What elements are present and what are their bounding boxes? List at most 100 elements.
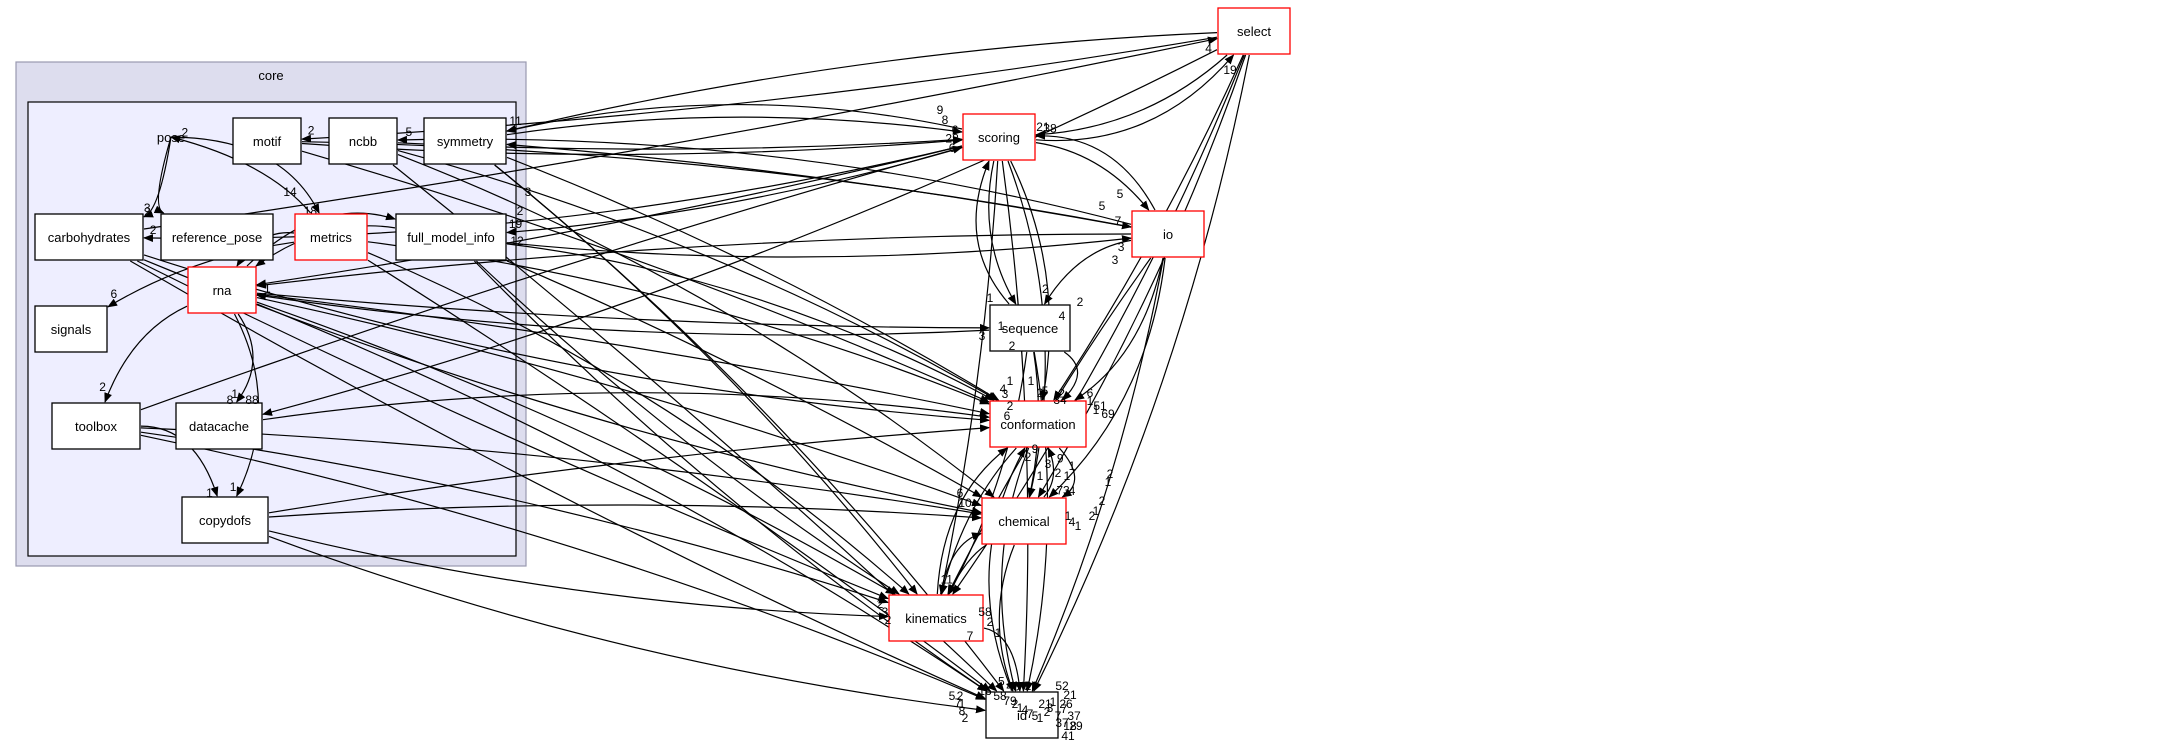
- edge-label-symmetry-to-scoring[interactable]: 28: [945, 132, 959, 146]
- edge-label-sequence-to-rna[interactable]: 1: [264, 282, 271, 296]
- edge-label-pose-to-reference_pose[interactable]: 2: [144, 205, 151, 219]
- edge-count-label: 1: [1037, 711, 1044, 725]
- node-reference_pose-label: reference_pose: [172, 230, 262, 245]
- node-conformation[interactable]: conformation: [989, 400, 1087, 448]
- edge-metrics-to-pose: [170, 135, 312, 214]
- node-kinematics[interactable]: kinematics: [888, 594, 984, 642]
- edge-count-label: 1: [1065, 509, 1072, 523]
- edge-count-label: 4: [1069, 484, 1076, 498]
- edge-count-label: 1: [1007, 374, 1014, 388]
- node-reference_pose[interactable]: reference_pose: [160, 213, 274, 261]
- edge-label-select-to-motif[interactable]: 2: [308, 124, 315, 138]
- edge-count-label: 41: [1061, 729, 1075, 743]
- edge-scoring-to-kinematics: [938, 160, 999, 595]
- node-id[interactable]: id: [985, 691, 1059, 739]
- edge-kinematics-to-conformation: [936, 447, 1008, 595]
- edge-label-rna-to-datacache[interactable]: 1: [231, 387, 238, 401]
- edge-count-label: 2: [517, 204, 524, 218]
- node-ncbb[interactable]: ncbb: [328, 117, 398, 165]
- edge-count-label: 5: [1117, 187, 1124, 201]
- edge-label-scoring-to-select[interactable]: 19: [1223, 63, 1237, 77]
- edge-label-rna-to-copydofs[interactable]: 1: [230, 480, 237, 494]
- node-copydofs[interactable]: copydofs: [181, 496, 269, 544]
- edge-count-label: 3: [882, 605, 889, 619]
- edge-count-label: 1: [1069, 459, 1076, 473]
- node-signals[interactable]: signals: [34, 305, 108, 353]
- node-select[interactable]: select: [1217, 7, 1291, 55]
- node-sequence[interactable]: sequence: [989, 304, 1071, 352]
- edge-label-rna-to-toolbox[interactable]: 2: [99, 380, 106, 394]
- edge-count-label: 7: [1027, 707, 1034, 721]
- cluster-pose[interactable]: pose: [27, 101, 517, 557]
- node-ncbb-box: [328, 117, 398, 165]
- node-full_model_info[interactable]: full_model_info: [395, 213, 507, 261]
- node-id-label: id: [1017, 708, 1027, 723]
- edge-label-kinematics-to-id[interactable]: 43: [1006, 679, 1020, 693]
- node-rna[interactable]: rna: [187, 266, 257, 314]
- edge-count-label: 2: [1037, 386, 1044, 400]
- edge-label-conformation-to-chemical[interactable]: 73: [1056, 484, 1070, 498]
- edge-label-io-to-ncbb[interactable]: 5: [406, 125, 413, 139]
- node-io[interactable]: io: [1131, 210, 1205, 258]
- node-metrics[interactable]: metrics: [294, 213, 368, 261]
- edge-label-full_model_info-to-io[interactable]: 3: [1118, 240, 1125, 254]
- edge-sequence-to-scoring: [975, 160, 1010, 305]
- edge-rna-to-datacache: [236, 313, 254, 403]
- node-symmetry[interactable]: symmetry: [423, 117, 507, 165]
- edge-label-carbohydrates-to-select[interactable]: 4: [1205, 42, 1212, 56]
- node-carbohydrates[interactable]: carbohydrates: [34, 213, 144, 261]
- edge-count-label: 16: [978, 684, 992, 698]
- node-motif-label: motif: [253, 134, 282, 149]
- edge-label-chemical-to-id[interactable]: 5: [998, 675, 1005, 689]
- edge-count-label: 12: [510, 234, 524, 248]
- edge-io-to-scoring: [1035, 131, 1156, 211]
- edge-count-label: 88: [245, 393, 259, 407]
- edge-label-select-to-scoring[interactable]: 21: [1036, 120, 1050, 134]
- edge-rna-to-id: [256, 303, 988, 692]
- edge-count-label: 5: [1099, 199, 1106, 213]
- edge-motif-to-io: [301, 141, 1132, 230]
- edge-count-label: 8: [942, 113, 949, 127]
- edge-select-to-id: [1033, 54, 1250, 692]
- node-kinematics-box: [888, 594, 984, 642]
- edge-count-label: 7: [967, 629, 974, 643]
- edge-full_model_info-to-chemical: [506, 260, 983, 498]
- edge-label-id-to-conformation[interactable]: 2: [1025, 450, 1032, 464]
- edge-count-label: 2: [987, 615, 994, 629]
- edge-label-scoring-to-full_model_info[interactable]: 19: [509, 217, 523, 231]
- edge-label-metrics-to-signals[interactable]: 6: [111, 287, 118, 301]
- edge-count-label: 1: [1105, 475, 1112, 489]
- edge-label-io-to-sequence[interactable]: 2: [1042, 282, 1049, 296]
- edge-select-to-datacache: [262, 49, 1218, 416]
- node-scoring[interactable]: scoring: [962, 113, 1036, 161]
- edge-rna-to-sequence: [256, 292, 990, 332]
- edge-label-chemical-to-kinematics[interactable]: 11: [940, 573, 953, 587]
- edge-count-label: 3: [1047, 701, 1054, 715]
- edge-label-select-to-symmetry[interactable]: 11: [509, 114, 522, 128]
- edge-label-sequence-to-conformation[interactable]: 2: [1058, 387, 1065, 401]
- edge-kinematics-to-chemical: [940, 532, 982, 595]
- edge-count-label: 2: [877, 597, 884, 611]
- edge-label-io-to-scoring[interactable]: 38: [1043, 122, 1057, 136]
- edge-label-chemical-to-conformation[interactable]: 9: [1057, 451, 1064, 465]
- edge-conformation-to-chemical: [1058, 447, 1076, 498]
- edge-count-label: 6: [957, 486, 964, 500]
- edge-count-label: 1: [959, 697, 966, 711]
- node-select-box: [1217, 7, 1291, 55]
- edge-label-metrics-to-pose[interactable]: 2: [182, 126, 189, 140]
- edge-count-label: 51: [1093, 399, 1107, 413]
- edge-label-toolbox-to-copydofs[interactable]: 1: [206, 486, 213, 500]
- node-motif[interactable]: motif: [232, 117, 302, 165]
- edge-symmetry-to-scoring: [506, 116, 963, 136]
- edge-chemical-to-kinematics: [947, 544, 987, 595]
- node-chemical[interactable]: chemical: [981, 497, 1067, 545]
- edge-label-pose-to-carbohydrates[interactable]: 3: [144, 201, 151, 215]
- edge-count-label: 6: [952, 123, 959, 137]
- edge-rna-to-chemical: [256, 297, 982, 507]
- edge-chemical-to-conformation: [1043, 447, 1056, 498]
- node-datacache[interactable]: datacache: [175, 402, 263, 450]
- edge-rna-to-conformation: [256, 293, 990, 416]
- node-sequence-label: sequence: [1002, 321, 1058, 336]
- node-toolbox[interactable]: toolbox: [51, 402, 141, 450]
- edge-label-scoring-to-carbohydrates[interactable]: 2: [150, 223, 157, 237]
